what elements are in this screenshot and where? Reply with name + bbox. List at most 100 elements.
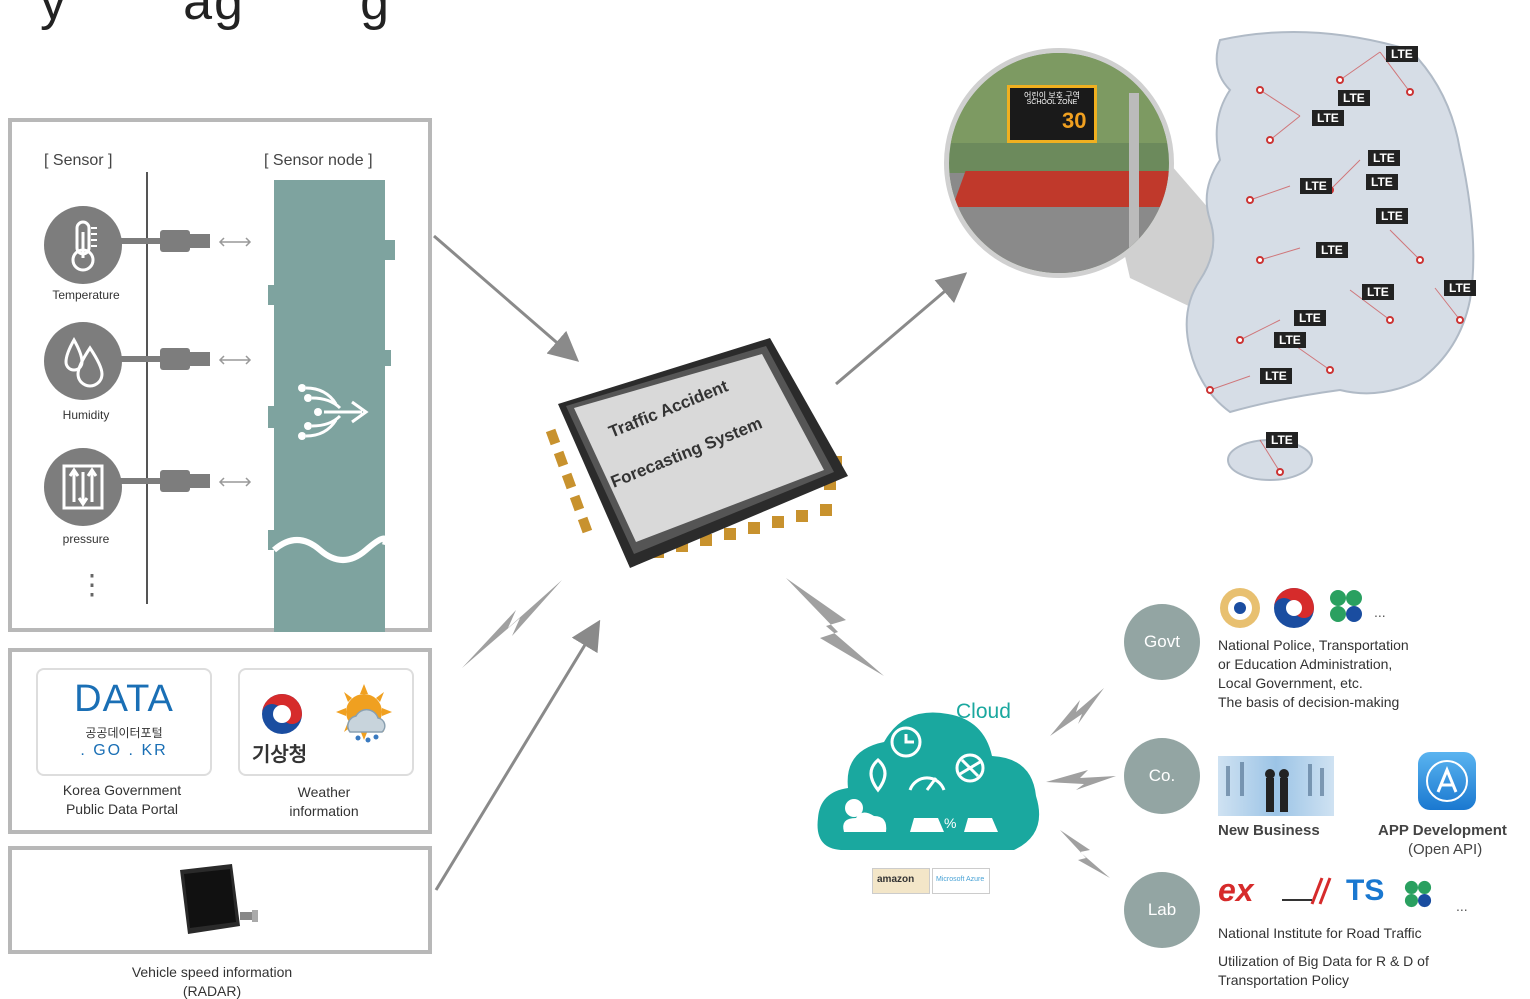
taegeuk-icon [1274, 588, 1314, 628]
korea-map [1185, 31, 1475, 481]
arrow-chip-to-map [835, 272, 968, 386]
data-portal-sub: 공공데이터포털 [85, 726, 163, 740]
microsoft-logo: Microsoft Azure [932, 868, 990, 894]
lte-node: LTE [1444, 280, 1476, 296]
data-portal-caption-2: Public Data Portal [65, 801, 179, 817]
pressure-icon [62, 464, 104, 510]
weather-caption-2: information [289, 803, 359, 819]
kma-logo-text: 기상청 [252, 744, 308, 766]
cloud-icon: % [817, 712, 1040, 850]
radar-panel [8, 846, 432, 954]
weather-cloud-icon [843, 812, 887, 832]
sensor-node-heading: [ Sensor node ] [264, 152, 373, 169]
lab-badge: Lab [1124, 872, 1200, 948]
globe-icon [955, 753, 985, 783]
weather-caption-1: Weather [297, 784, 351, 800]
water-drops-icon [64, 336, 104, 388]
app-dev-label-1: APP Development [1378, 822, 1507, 839]
divider-line [146, 172, 148, 604]
data-portal-domain: . GO . KR [80, 742, 168, 759]
govt-desc-1: National Police, Transportation [1218, 637, 1409, 653]
lightning-cloud-to-govt [1050, 688, 1104, 736]
clover-logo-icon [1330, 590, 1362, 622]
sun-icon [845, 799, 863, 817]
pressure-label: pressure [62, 532, 110, 546]
lightning-data-to-chip [462, 580, 562, 668]
lightning-chip-to-cloud [786, 578, 884, 676]
lte-node: LTE [1338, 90, 1370, 106]
app-store-icon [1418, 752, 1476, 810]
radar-device-icon [180, 864, 258, 934]
car-icon [964, 818, 998, 832]
lte-node: LTE [1362, 284, 1394, 300]
pressure-sensor [44, 448, 122, 526]
data-portal-logo-box: DATA 공공데이터포털 . GO . KR [36, 668, 212, 776]
lte-node: LTE [1300, 178, 1332, 194]
sensor-panel: [ Sensor ] [ Sensor node ] Temperature [8, 118, 432, 632]
lte-node: LTE [1294, 310, 1326, 326]
sensor-connectors [120, 230, 252, 492]
radar-caption-1: Vehicle speed information [131, 964, 293, 980]
clock-icon [890, 726, 922, 758]
lte-node: LTE [1386, 46, 1418, 62]
govt-more: ... [1374, 604, 1386, 620]
lte-node: LTE [1376, 208, 1408, 224]
lte-node: LTE [1266, 432, 1298, 448]
lab-desc-1: National Institute for Road Traffic [1218, 925, 1422, 941]
govt-badge: Govt [1124, 604, 1200, 680]
lightning-cloud-to-lab [1060, 830, 1110, 878]
sign-speed: 30 [1062, 108, 1087, 133]
lte-node: LTE [1316, 242, 1348, 258]
taegeuk-icon [262, 694, 302, 734]
weather-sun-cloud-icon [336, 684, 392, 743]
forecasting-chip [545, 338, 848, 568]
lte-node: LTE [1366, 174, 1398, 190]
svg-text:%: % [944, 815, 956, 831]
sensor-heading: [ Sensor ] [44, 152, 113, 169]
govt-desc-2: or Education Administration, [1218, 656, 1393, 672]
humidity-label: Humidity [62, 408, 110, 422]
location-pin-icon [869, 758, 887, 793]
data-portal-logo: DATA [74, 678, 174, 720]
school-zone-photo: 어린이 보호 구역 SCHOOL ZONE 30 [944, 48, 1174, 278]
car-icon [910, 818, 944, 832]
lte-node: LTE [1368, 150, 1400, 166]
new-business-label: New Business [1218, 822, 1320, 839]
ex-logo: ex [1218, 872, 1254, 908]
co-badge: Co. [1124, 738, 1200, 814]
police-emblem-icon [1220, 588, 1260, 628]
school-zone-sign: 어린이 보호 구역 SCHOOL ZONE 30 [1007, 85, 1097, 143]
app-dev-label-2: (Open API) [1408, 841, 1483, 858]
lab-more: ... [1456, 898, 1468, 914]
cloud-label: Cloud [956, 700, 1011, 723]
arrow-radar-to-chip [434, 619, 601, 891]
sign-line-2: SCHOOL ZONE [1026, 99, 1078, 106]
page-title-partial: y ag g [40, 0, 392, 31]
sign-line-1: 어린이 보호 구역 [1024, 91, 1080, 100]
more-sensors-ellipsis: ⋮ [78, 569, 106, 600]
data-portal-caption-1: Korea Government [62, 782, 182, 798]
govt-desc-4: The basis of decision-making [1218, 694, 1400, 710]
ts-logo: TS [1346, 874, 1385, 907]
lab-desc-2: Utilization of Big Data for R & D of [1218, 953, 1429, 969]
koti-logo-icon [1282, 877, 1332, 905]
lab-desc-3: Transportation Policy [1218, 972, 1349, 988]
lte-node: LTE [1274, 332, 1306, 348]
thermometer-icon [71, 220, 97, 272]
lte-node: LTE [1312, 110, 1344, 126]
temperature-label: Temperature [52, 288, 120, 302]
new-business-image [1218, 756, 1334, 816]
temperature-sensor [44, 206, 122, 284]
speedometer-icon [908, 776, 946, 791]
humidity-sensor [44, 322, 122, 400]
kma-logo-box: 기상청 [238, 668, 414, 776]
sensor-node-board [268, 180, 395, 632]
lightning-cloud-to-co [1046, 770, 1116, 790]
lte-node: LTE [1260, 368, 1292, 384]
clover-logo-icon [1404, 880, 1432, 908]
public-data-panel: DATA 공공데이터포털 . GO . KR Korea Government … [8, 648, 432, 834]
govt-desc-3: Local Government, etc. [1218, 675, 1363, 691]
arrow-sensor-to-chip [433, 234, 580, 362]
amazon-logo: amazon [872, 868, 930, 894]
